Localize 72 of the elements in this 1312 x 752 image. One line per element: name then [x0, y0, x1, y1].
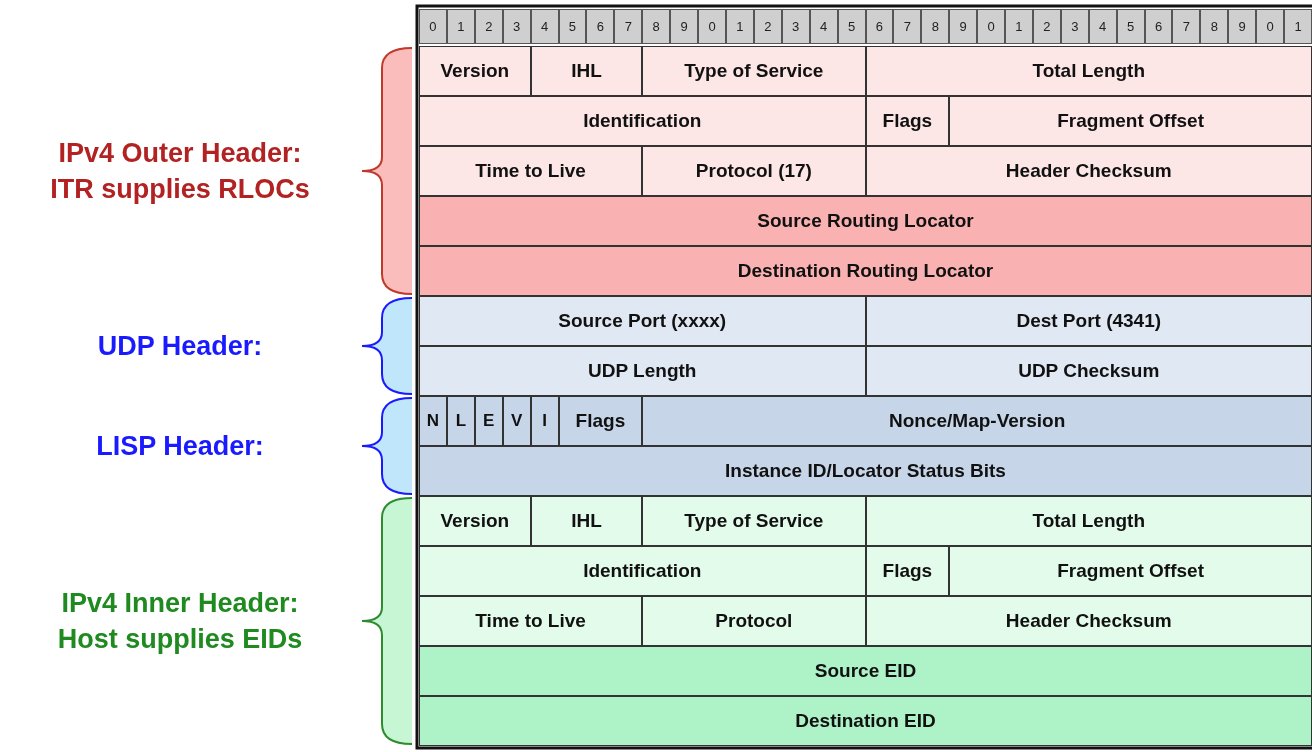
bit-number: 0 — [1256, 9, 1285, 44]
field-cell: Instance ID/Locator Status Bits — [419, 446, 1312, 496]
field-cell: Version — [419, 496, 531, 546]
field-cell: UDP Length — [419, 346, 866, 396]
bit-number: 9 — [670, 9, 699, 44]
bit-number: 6 — [865, 9, 894, 44]
bit-number: 3 — [502, 9, 531, 44]
section-label: IPv4 Inner Header: Host supplies EIDs — [56, 587, 304, 656]
field-cell: Dest Port (4341) — [865, 296, 1312, 346]
bit-number: 5 — [558, 9, 587, 44]
field-cell: Header Checksum — [865, 596, 1312, 646]
field-cell: I — [530, 396, 559, 446]
field-cell: Protocol (17) — [642, 146, 866, 196]
bit-number: 8 — [921, 9, 950, 44]
field-cell: Flags — [865, 546, 950, 596]
bit-number: 2 — [474, 9, 503, 44]
field-cell: E — [474, 396, 503, 446]
field-cell: Total Length — [865, 46, 1312, 96]
bit-number: 3 — [781, 9, 810, 44]
bit-number: 9 — [949, 9, 978, 44]
bit-number: 7 — [614, 9, 643, 44]
bit-number: 5 — [1116, 9, 1145, 44]
field-cell: Flags — [558, 396, 643, 446]
field-cell: IHL — [530, 496, 643, 546]
field-cell: L — [446, 396, 475, 446]
field-cell: Header Checksum — [865, 146, 1312, 196]
field-cell: Time to Live — [419, 146, 643, 196]
bit-number: 1 — [1005, 9, 1033, 44]
section-label: UDP Header: — [96, 330, 264, 363]
bit-number: 1 — [725, 9, 754, 44]
field-cell: Source Routing Locator — [419, 196, 1312, 246]
field-cell: Source EID — [419, 646, 1312, 696]
field-cell: Protocol — [642, 596, 866, 646]
bit-number: 2 — [753, 9, 782, 44]
bit-number: 8 — [642, 9, 671, 44]
field-cell: Identification — [419, 546, 866, 596]
bit-number: 1 — [446, 9, 475, 44]
bit-number: 8 — [1200, 9, 1229, 44]
bit-number: 6 — [586, 9, 615, 44]
field-cell: Total Length — [865, 496, 1312, 546]
field-cell: Destination EID — [419, 696, 1312, 746]
field-cell: Destination Routing Locator — [419, 246, 1312, 296]
bit-number: 4 — [809, 9, 838, 44]
bit-number: 0 — [419, 9, 447, 44]
section-label: IPv4 Outer Header: ITR supplies RLOCs — [49, 137, 311, 206]
field-cell: Identification — [419, 96, 866, 146]
bit-number: 2 — [1032, 9, 1061, 44]
field-cell: Version — [419, 46, 531, 96]
section-label: LISP Header: — [95, 430, 265, 463]
bit-number: 7 — [893, 9, 922, 44]
bit-number: 6 — [1144, 9, 1173, 44]
bit-number: 7 — [1172, 9, 1201, 44]
field-cell: Flags — [865, 96, 950, 146]
field-cell: Fragment Offset — [949, 546, 1312, 596]
field-cell: Fragment Offset — [949, 96, 1312, 146]
bit-number: 4 — [1088, 9, 1117, 44]
field-cell: Nonce/Map-Version — [642, 396, 1312, 446]
field-cell: Source Port (xxxx) — [419, 296, 866, 346]
field-cell: Type of Service — [642, 46, 866, 96]
bit-number: 0 — [977, 9, 1006, 44]
field-cell: UDP Checksum — [865, 346, 1312, 396]
bit-number: 0 — [698, 9, 726, 44]
field-cell: Type of Service — [642, 496, 866, 546]
bit-number: 4 — [530, 9, 559, 44]
bit-number: 9 — [1228, 9, 1257, 44]
field-cell: N — [419, 396, 447, 446]
field-cell: Time to Live — [419, 596, 643, 646]
bit-number: 5 — [837, 9, 866, 44]
field-cell: V — [502, 396, 531, 446]
field-cell: IHL — [530, 46, 643, 96]
bit-number: 3 — [1060, 9, 1089, 44]
bit-number: 1 — [1284, 9, 1312, 44]
